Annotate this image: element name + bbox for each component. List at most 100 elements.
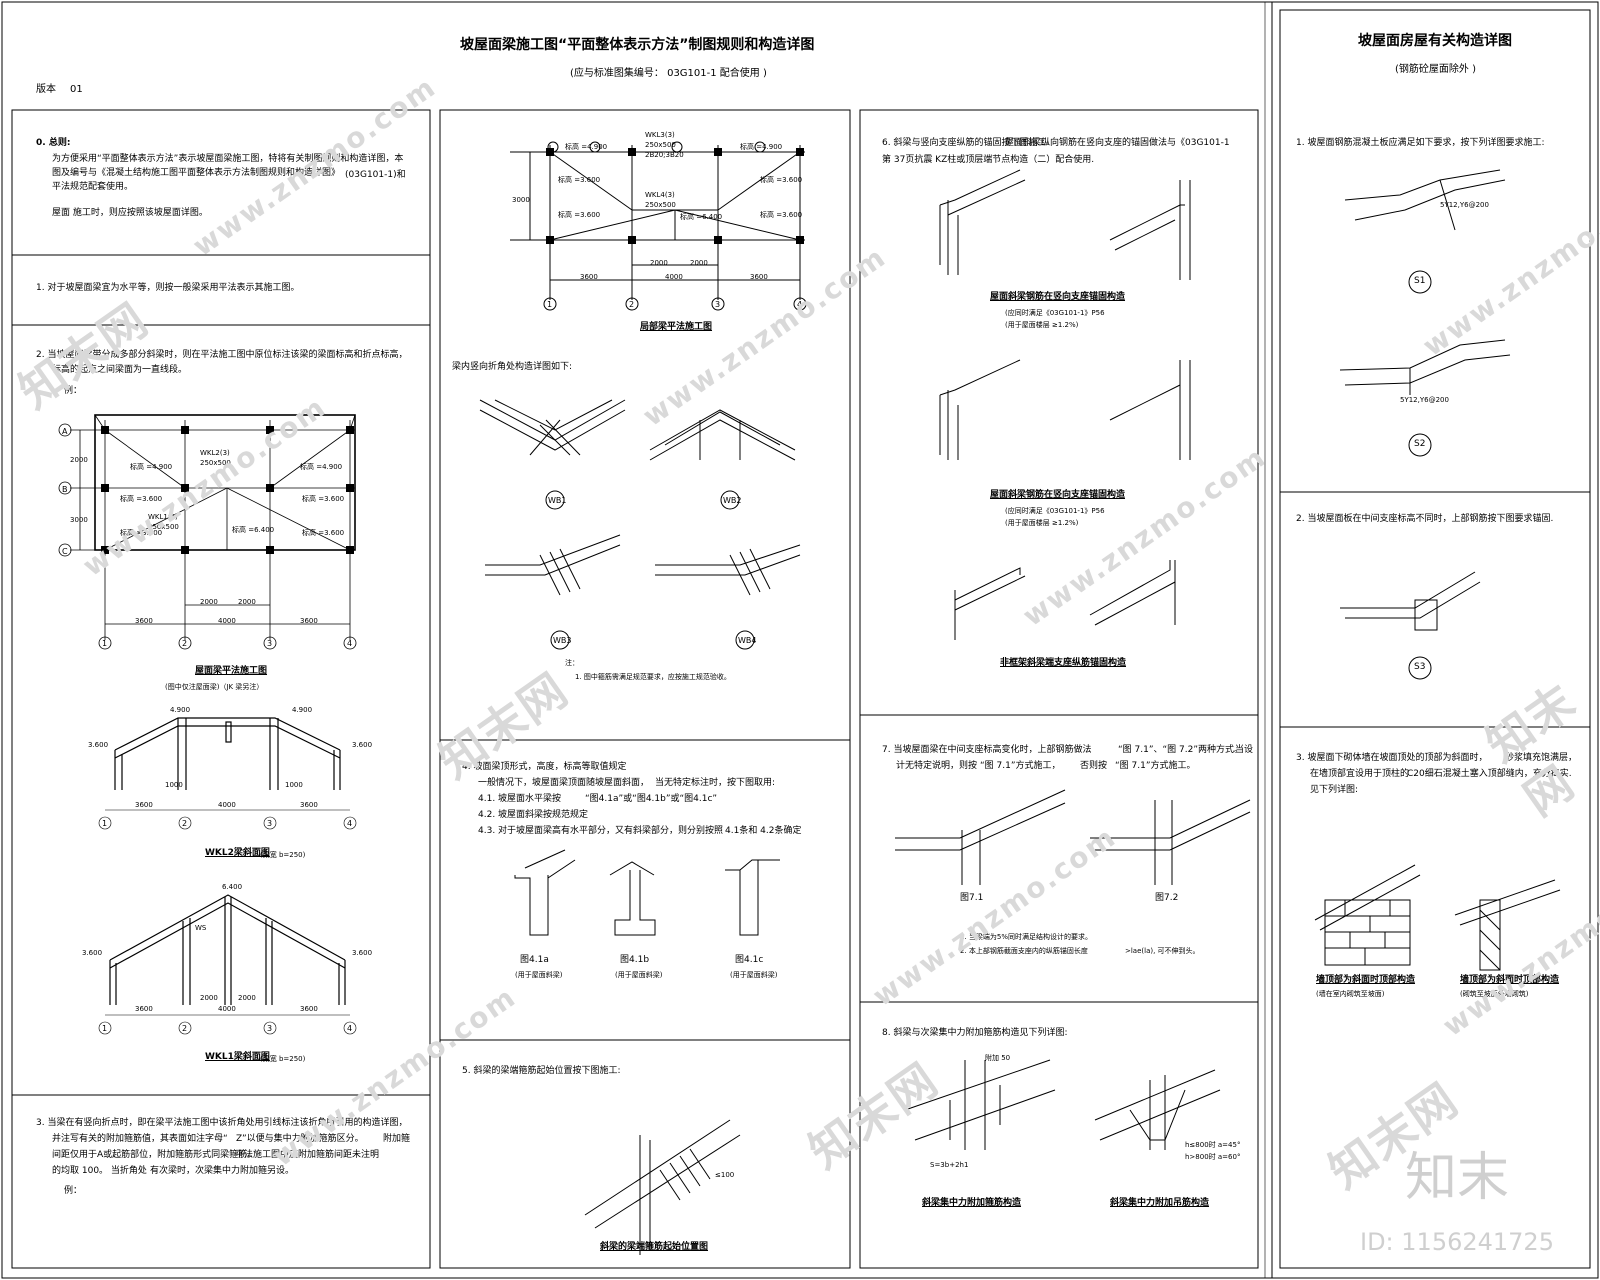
wkl2-span-2: 4000 [218, 801, 236, 809]
sec6-detail-2 [1109, 180, 1191, 280]
wkl1-elevation [109, 894, 346, 1005]
sec4-2: 4.2. 坡屋面斜梁按规范规定 [478, 810, 589, 820]
sec3-line3: 间距仅用于A或起筋部位，附加箍筋形式同梁箍筋。 [52, 1150, 257, 1160]
fig71-detail [895, 789, 1066, 885]
sec7-note2b: >lae(la), 可不伸到头。 [1125, 947, 1200, 955]
sec4-1b: “图4.1a”或“图4.1b”或“图4.1c” [585, 794, 718, 804]
wkl1-axis-3: 3 [267, 1024, 273, 1033]
sec6-line1b: 屋面斜梁纵向钢筋在竖向支座的锚固做法与《 [1005, 138, 1186, 148]
top-wkl4: WKL4(3) [645, 191, 675, 199]
sec3-line4b: 有次梁时，次梁集中力附加箍另设。 [150, 1166, 295, 1176]
sec3-line3b: 平法施工图中应附加箍筋间距未注明 [235, 1150, 380, 1160]
s3-label: S3 [1414, 662, 1426, 672]
plan-wkl1-sec: 250x500 [148, 523, 179, 531]
wkl1-span-1: 3600 [135, 1005, 153, 1013]
sec6-detail-6 [1089, 560, 1176, 626]
sec8-h1: h≤800时 a=45° [1185, 1141, 1241, 1149]
wall-top-detail-1 [1314, 864, 1421, 966]
col2-columns [546, 148, 804, 244]
sec3-line2b: Z”以便与集中力附加箍筋区分。 [236, 1134, 364, 1144]
top-el-b-r: 标高 =3.600 [760, 176, 803, 184]
row-label-b: B [62, 485, 68, 494]
s1-label: S1 [1414, 276, 1426, 286]
top-span-1: 3600 [580, 273, 598, 281]
fig72-label: 图7.2 [1155, 893, 1179, 903]
fig41b-label: 图4.1b [620, 955, 650, 965]
version-label: 版本 [36, 84, 56, 95]
wkl2-axis-3: 3 [267, 819, 273, 828]
wb4-label: WB4 [738, 636, 757, 645]
wkl1-span-2: 4000 [218, 1005, 236, 1013]
plan-el-4900-r: 标高 =4.900 [300, 463, 343, 471]
wkl2-dims [98, 809, 357, 830]
sec1-text: 1. 对于坡屋面梁宜为水平等，则按一般梁采用平法表示其施工图。 [36, 283, 300, 293]
sec6-cap1: 屋面斜梁钢筋在竖向支座锚固构造 [990, 292, 1126, 302]
wkl1-span-3: 3600 [300, 1005, 318, 1013]
top-reinf: 2B20;3B20 [645, 151, 684, 159]
sec4-3: 4.3. 对于坡屋面梁高有水平部分，又有斜梁部分，则分别按照 [478, 826, 724, 836]
s2-note: 5Y12,Y6@200 [1400, 396, 1449, 404]
watermark-logo: 知末 [1405, 1148, 1510, 1208]
sec7-line2: 计无特定说明，则按 [896, 761, 978, 771]
sec8-cap1: 斜梁集中力附加箍筋构造 [922, 1198, 1022, 1208]
s3-detail [1340, 571, 1481, 680]
wkl2-span-3: 3600 [300, 801, 318, 809]
wall-cap1: 墙顶部为斜面时顶部构造 [1316, 975, 1416, 985]
watermark-id: ID: 1156241725 [1360, 1228, 1554, 1256]
axis-3: 3 [267, 639, 273, 648]
sec8-s: S=3b+2h1 [930, 1161, 969, 1169]
wkl1-dims [98, 1014, 357, 1035]
top-el-b: 标高 =3.600 [558, 176, 601, 184]
wb1-detail [479, 399, 626, 510]
plan-span-2: 4000 [218, 617, 236, 625]
wall-cap2-note: (砌筑至坡面外墙砌筑) [1460, 990, 1529, 998]
plan-sub-span-1: 2000 [200, 598, 218, 606]
top-span-2: 4000 [665, 273, 683, 281]
sec4-title: 4. 坡面梁顶形式，高度，标高等取值规定 [462, 762, 627, 772]
wkl1-el-3600: 3.600 [82, 949, 103, 957]
top-axis-2: 2 [629, 300, 635, 309]
wkl1-axis-1: 1 [102, 1024, 108, 1033]
wkl2-dim-1000: 1000 [165, 781, 183, 789]
sec7-note2: 2. 本上部钢筋截面支座内的纵筋锚固长度 [960, 947, 1088, 955]
sec2-line2: 标高的起点之间梁面为一直线段。 [52, 365, 188, 375]
top-sub-2: 2000 [690, 259, 708, 267]
sec6-detail-5 [954, 567, 1026, 640]
fig41c-label: 图4.1c [735, 955, 764, 965]
wkl1-sub-1: 2000 [200, 994, 218, 1002]
wkl2-axis-2: 2 [182, 819, 188, 828]
top-sub-1: 2000 [650, 259, 668, 267]
fig41a [514, 849, 576, 936]
plan-span-1: 3600 [135, 617, 153, 625]
plan-columns [101, 426, 354, 554]
sec6-ref: 03G101-1 [1185, 138, 1230, 148]
axis-2: 2 [182, 639, 188, 648]
sec6-line1: 6. 斜梁与竖向支座纵筋的锚固按下图施工. [882, 138, 1050, 148]
right-sec2: 2. 当坡屋面板在中间支座标高不同时，上部钢筋按下图要求锚固. [1296, 514, 1554, 524]
right-sec3-line3: 见下列详图: [1310, 785, 1359, 795]
right-sec3-line1: 3. 坡屋面下砌体墙在坡面顶处的顶部为斜面时， [1296, 753, 1488, 763]
sec7-line1c: 当设 [1235, 745, 1254, 755]
s2-label: S2 [1414, 439, 1426, 449]
sec6-detail-1 [939, 169, 1026, 275]
fig41a-note: (用于屋面斜梁) [515, 971, 563, 979]
sec7-line2c: 否则按 [1080, 761, 1108, 771]
wb2-label: WB2 [723, 496, 742, 505]
sec2-example: 例： [64, 386, 83, 396]
sec8-ls: 附加 50 [985, 1054, 1011, 1062]
wkl2-caption: WKL2梁斜面图 [205, 848, 270, 858]
sec7-line1b: “图 7.1”、“图 7.2”两种方式。 [1118, 745, 1243, 755]
sec3-line1: 3. 当梁在有竖向折点时，即在梁平法施工图中该折角处用引线标注该折角所引用的构造… [36, 1118, 408, 1128]
wb4-detail [655, 544, 801, 650]
fig72-detail [1090, 799, 1251, 885]
wb3-detail [485, 534, 621, 650]
sec7-line2d: “图 7.1”方式施工。 [1115, 761, 1196, 771]
plan-depth-2: 3000 [70, 516, 88, 524]
wkl2-el-3600: 3.600 [88, 741, 109, 749]
sec3-line2c: 附加箍 [383, 1134, 411, 1144]
wkl2-axis-4: 4 [347, 819, 353, 828]
top-el-a: 标高 =4.900 [565, 143, 608, 151]
wkl1-axis-4: 4 [347, 1024, 353, 1033]
top-wkl3-sec: 250x500 [645, 141, 676, 149]
